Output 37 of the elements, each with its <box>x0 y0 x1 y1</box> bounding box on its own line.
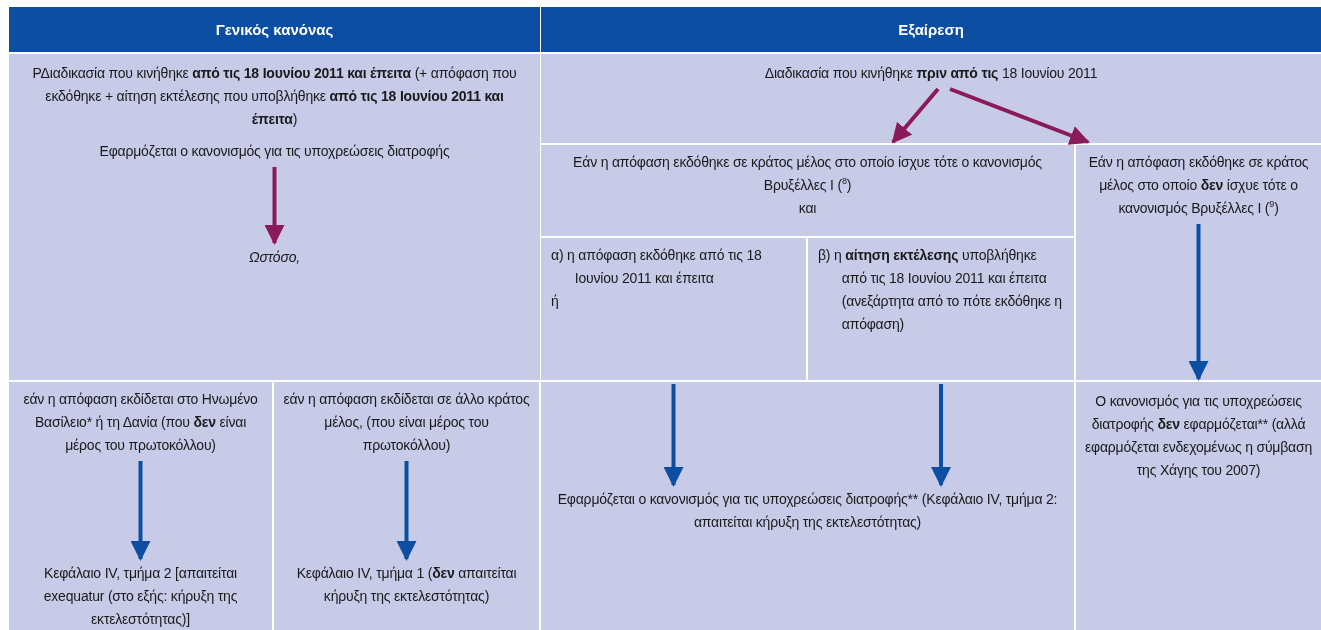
arrow <box>396 461 417 561</box>
table-cell <box>274 382 539 630</box>
cell-text: Εφαρμόζεται ο κανονισμός για τις υποχρεώσεις διατροφής <box>98 142 451 161</box>
arrow <box>949 87 1090 145</box>
cell-text: Εάν η απόφαση εκδόθηκε σε κράτος μέλος στο οποίο ίσχυε τότε ο κανονισμός Βρυξέλλες I ($^{8}$) <box>572 153 1043 195</box>
cell-text: εάν η απόφαση εκδίδεται σε άλλο κράτος μέλος, (που είναι μέρος του πρωτοκόλλου) <box>282 390 531 455</box>
cell-text: Ο κανονισμός για τις υποχρεώσεις διατροφής δεν εφαρμόζεται** (αλλά εφαρμόζεται ενδεχομένως η σύμβαση της Χάγης του 2007) <box>1084 392 1313 480</box>
cell-text: εάν η απόφαση εκδίδεται στο Ηνωμένο Βασίλειο* ή τη Δανία (που δεν είναι μέρος του πρωτοκόλλου) <box>22 390 259 455</box>
arrow <box>130 461 151 561</box>
cell-text: Κεφάλαιο IV, τμήμα 1 (δεν απαιτείται κήρυξη της εκτελεστότητας) <box>295 564 518 606</box>
arrow <box>891 87 940 144</box>
cell-text: και <box>797 199 818 218</box>
table-cell <box>541 382 1074 630</box>
cell-text: β) η αίτηση εκτέλεσης υποβλήθηκε από τις 18 Ιουνίου 2011 και έπειτα (ανεξάρτητα από το πότε εκδόθηκε η απόφαση) <box>818 246 1063 334</box>
arrow <box>264 167 285 245</box>
arrow <box>1188 224 1209 381</box>
table-cell <box>9 54 540 380</box>
cell-text: Ωστόσο, <box>248 248 301 267</box>
header-cell <box>9 7 540 52</box>
table-cell <box>1076 382 1321 630</box>
header-cell <box>541 7 1321 52</box>
cell-text: Κεφάλαιο IV, τμήμα 2 [απαιτείται exequatur (στο εξής: κήρυξη της εκτελεστότητας)] <box>42 564 239 629</box>
cell-text: Διαδικασία που κινήθηκε πριν από τις 18 Ιουνίου 2011 <box>763 64 1099 83</box>
header-text: Γενικός κανόνας <box>215 21 334 38</box>
header-text: Εξαίρεση <box>898 21 964 38</box>
table-cell <box>808 238 1074 380</box>
table-cell <box>541 54 1321 143</box>
cell-text: ή <box>551 292 560 311</box>
table-cell <box>541 145 1074 236</box>
cell-text: ΡΔιαδικασία που κινήθηκε από τις 18 Ιουνίου 2011 και έπειτα (+ απόφαση που εκδόθηκε + αίτηση εκτέλεσης που υποβλήθηκε από τις 18 Ιουνίου 2011 και έπειτα) <box>31 64 518 129</box>
table-cell <box>9 382 272 630</box>
arrow <box>931 384 951 487</box>
cell-text: Εάν η απόφαση εκδόθηκε σε κράτος μέλος στο οποίο δεν ίσχυε τότε ο κανονισμός Βρυξέλλες I ($^{9}$) <box>1087 153 1310 218</box>
arrow <box>663 384 684 487</box>
table-cell <box>1076 145 1321 380</box>
table-cell <box>541 238 806 380</box>
cell-text: Εφαρμόζεται ο κανονισμός για τις υποχρεώσεις διατροφής** (Κεφάλαιο IV, τμήμα 2: απαιτείται κήρυξη της εκτελεστότητας) <box>556 490 1059 532</box>
